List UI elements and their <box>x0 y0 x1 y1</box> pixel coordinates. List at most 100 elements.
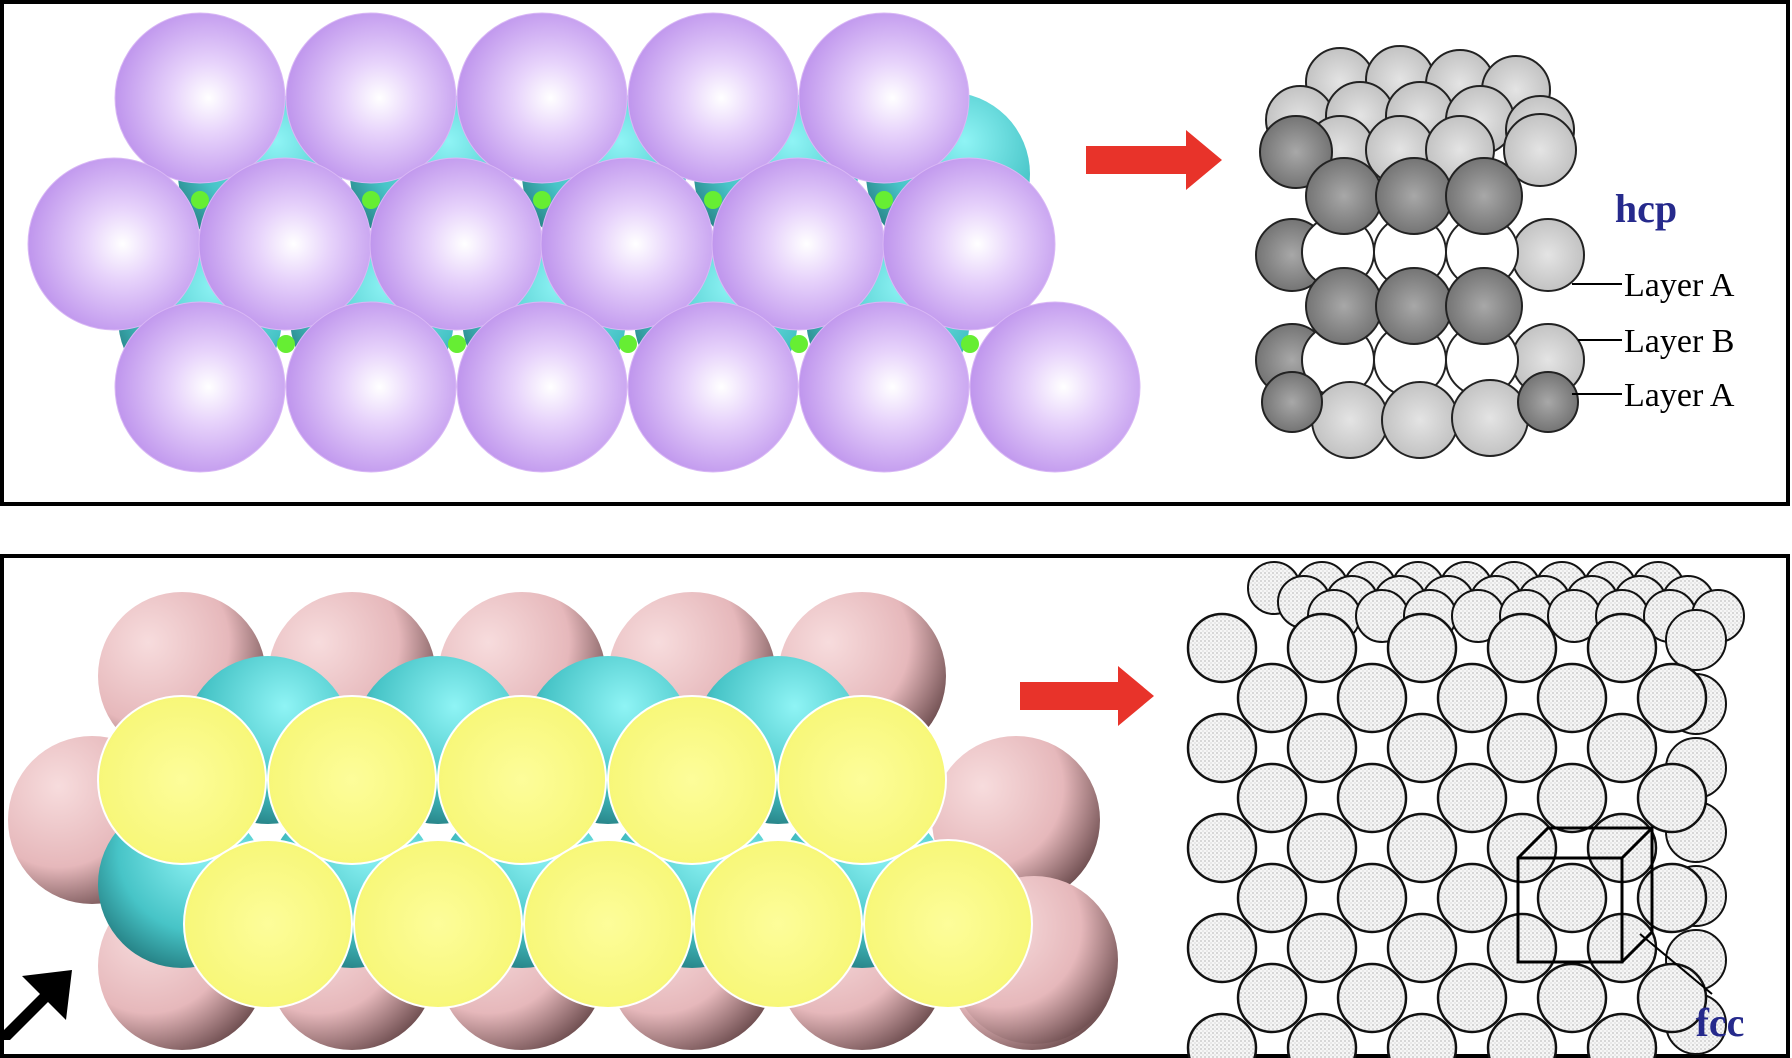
yellow-sphere <box>693 839 863 1009</box>
fcc-sphere <box>1486 1012 1558 1058</box>
top-green-dots <box>191 191 979 353</box>
hcp-label: hcp <box>1615 186 1677 231</box>
hcp-sphere <box>1511 218 1585 292</box>
fcc-sphere <box>1386 612 1458 684</box>
hcp-sphere <box>1305 267 1383 345</box>
purple-sphere <box>627 12 799 184</box>
layer-label-a-bottom: Layer A <box>1624 377 1735 414</box>
fcc-sphere <box>1386 812 1458 884</box>
yellow-sphere <box>183 839 353 1009</box>
fcc-sphere <box>1336 762 1408 834</box>
fcc-sphere <box>1186 1012 1258 1058</box>
fcc-block-illustration <box>1186 561 1745 1058</box>
hcp-sphere <box>1381 381 1459 459</box>
fcc-sphere <box>1636 662 1708 734</box>
green-dot <box>277 335 295 353</box>
hcp-sphere <box>1445 267 1523 345</box>
up-right-arrow-icon <box>0 970 72 1040</box>
purple-sphere <box>27 157 201 331</box>
hcp-sphere <box>1375 157 1453 235</box>
purple-sphere <box>711 157 885 331</box>
bottom-yellow-layer <box>97 695 1033 1009</box>
purple-sphere <box>798 12 970 184</box>
yellow-sphere <box>777 695 947 865</box>
purple-sphere <box>114 12 286 184</box>
fcc-sphere <box>1236 662 1308 734</box>
fcc-sphere <box>1286 612 1358 684</box>
fcc-sphere <box>1436 662 1508 734</box>
fcc-sphere <box>1236 962 1308 1034</box>
purple-sphere <box>285 301 457 473</box>
green-dot <box>875 191 893 209</box>
fcc-label: fcc <box>1696 1000 1745 1045</box>
yellow-sphere <box>97 695 267 865</box>
fcc-sphere <box>1236 862 1308 934</box>
fcc-sphere <box>1286 812 1358 884</box>
purple-sphere <box>456 301 628 473</box>
layer-label-a-top: Layer A <box>1624 267 1735 304</box>
fcc-sphere <box>1386 712 1458 784</box>
yellow-sphere <box>863 839 1033 1009</box>
hcp-sphere <box>1305 157 1383 235</box>
fcc-sphere <box>1336 962 1408 1034</box>
green-dot <box>704 191 722 209</box>
purple-sphere <box>114 301 286 473</box>
purple-sphere <box>798 301 970 473</box>
fcc-unit-cell-box <box>1516 826 1654 964</box>
fcc-sphere <box>1336 862 1408 934</box>
green-dot <box>448 335 466 353</box>
yellow-sphere <box>607 695 777 865</box>
fcc-sphere <box>1486 712 1558 784</box>
right-arrow-icon <box>1086 130 1222 190</box>
fcc-sphere <box>1286 1012 1358 1058</box>
fcc-sphere <box>1336 662 1408 734</box>
hcp-sphere <box>1311 381 1389 459</box>
hcp-sphere <box>1517 371 1579 433</box>
purple-sphere <box>882 157 1056 331</box>
fcc-sphere <box>1186 712 1258 784</box>
green-dot <box>790 335 808 353</box>
bottom-panel-frame <box>0 554 1790 1058</box>
fcc-sphere <box>1436 962 1508 1034</box>
fcc-sphere <box>1436 862 1508 934</box>
hcp-sphere <box>1375 267 1453 345</box>
hcp-sphere <box>1503 113 1577 187</box>
yellow-sphere <box>523 839 693 1009</box>
hcp-sphere <box>1451 379 1529 457</box>
purple-sphere <box>456 12 628 184</box>
fcc-sphere <box>1636 762 1708 834</box>
fcc-sphere <box>1386 912 1458 984</box>
top-panel-frame <box>0 0 1790 506</box>
purple-sphere <box>627 301 799 473</box>
purple-sphere <box>198 157 372 331</box>
purple-sphere <box>969 301 1141 473</box>
yellow-sphere <box>353 839 523 1009</box>
right-arrow-icon <box>1020 666 1154 726</box>
fcc-sphere <box>1286 712 1358 784</box>
green-dot <box>961 335 979 353</box>
hcp-sphere <box>1261 371 1323 433</box>
fcc-sphere <box>1586 1012 1658 1058</box>
top-purple-layer <box>27 12 1141 473</box>
purple-sphere <box>369 157 543 331</box>
green-dot <box>191 191 209 209</box>
fcc-sphere <box>1486 812 1558 884</box>
fcc-sphere <box>1186 912 1258 984</box>
green-dot <box>619 335 637 353</box>
fcc-sphere <box>1636 862 1708 934</box>
fcc-sphere <box>1436 762 1508 834</box>
fcc-sphere <box>1586 612 1658 684</box>
green-dot <box>362 191 380 209</box>
fcc-sphere <box>1286 912 1358 984</box>
purple-sphere <box>540 157 714 331</box>
hcp-sphere <box>1445 157 1523 235</box>
yellow-sphere <box>267 695 437 865</box>
fcc-sphere <box>1536 862 1608 934</box>
fcc-sphere <box>1186 612 1258 684</box>
fcc-sphere <box>1536 762 1608 834</box>
yellow-sphere <box>437 695 607 865</box>
fcc-leader <box>1639 933 1713 995</box>
fcc-sphere <box>1186 812 1258 884</box>
fcc-sphere <box>1665 609 1727 671</box>
